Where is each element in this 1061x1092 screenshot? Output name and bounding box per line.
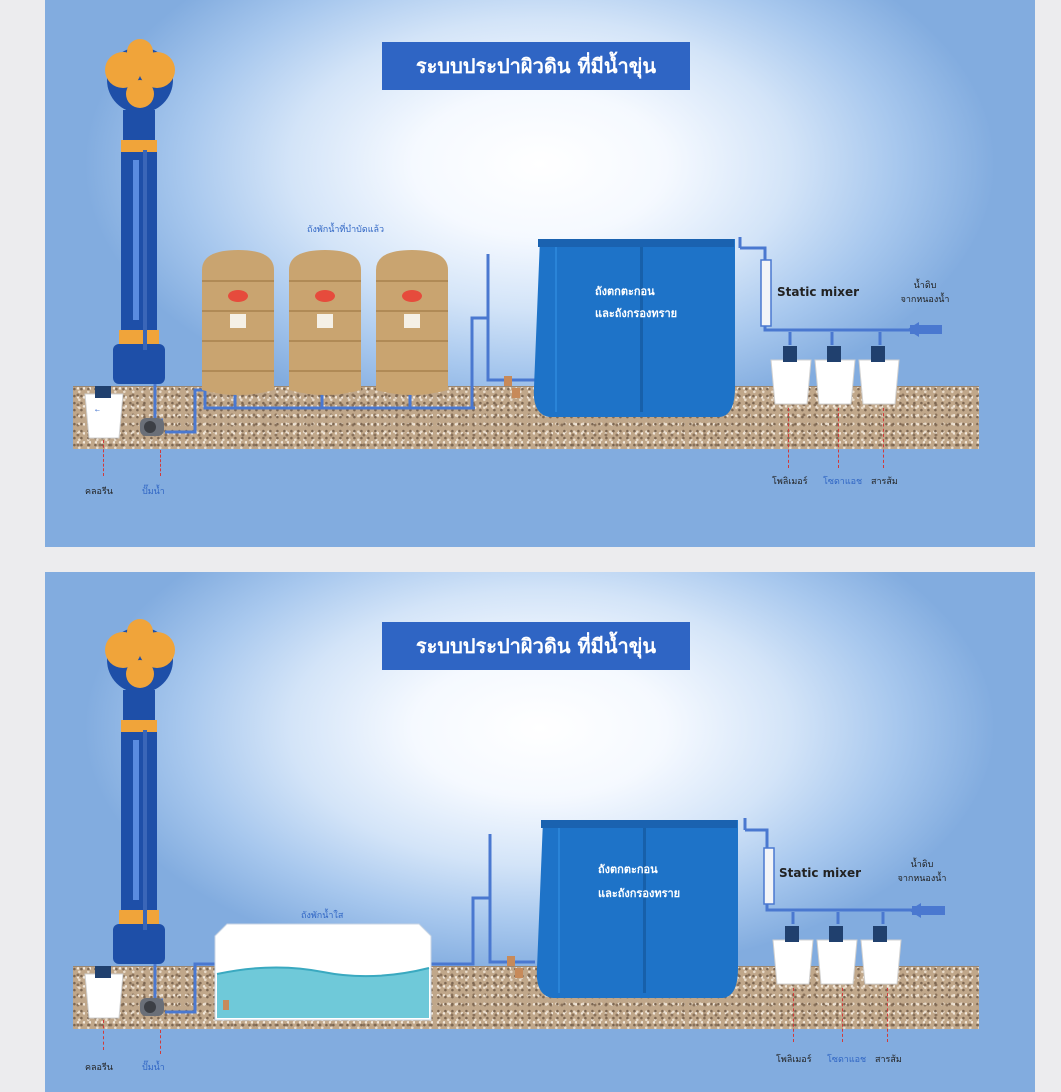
soda-ash-label: โซดาแอช (827, 1055, 867, 1065)
raw-water-label: น้ำดิบ จากหนองน้ำ (887, 858, 957, 886)
static-mixer-label: Static mixer (779, 866, 862, 880)
soda-pointer (838, 408, 839, 468)
sediment-tank (533, 239, 735, 417)
svg-text:←: ← (95, 407, 100, 414)
valve (507, 956, 523, 978)
alum-pointer (887, 988, 888, 1042)
static-mixer-label: Static mixer (777, 285, 860, 299)
aeration-tower (105, 619, 175, 964)
diagram-slide-2: ระบบประปาผิวดิน ที่มีน้ำขุ่น (45, 572, 1035, 1092)
static-mixer-unit (763, 847, 775, 905)
polymer-pointer (788, 408, 789, 468)
aeration-tower (105, 39, 175, 384)
chlorine-tank (84, 966, 124, 1019)
chlorine-tank: ← (84, 386, 124, 439)
valve (504, 376, 520, 398)
sediment-tank-label-2: และถังกรองทราย (598, 887, 681, 900)
chemical-drums (772, 926, 902, 985)
chlorine-label: คลอรีน (85, 1063, 113, 1073)
raw-water-line-1: น้ำดิบ (910, 860, 934, 870)
water-pump (140, 998, 164, 1016)
clear-water-tank (214, 923, 432, 1021)
chemical-drums (770, 346, 900, 405)
chlorine-pointer (103, 440, 104, 476)
pump-pointer (160, 1030, 161, 1054)
alum-label: สารส้ม (875, 1055, 902, 1065)
storage-tank-label: ถังพักน้ำใส (301, 911, 344, 921)
raw-water-line-1: น้ำดิบ (913, 281, 937, 291)
raw-water-line-2: จากหนองน้ำ (897, 874, 947, 884)
raw-water-label: น้ำดิบ จากหนองน้ำ (890, 279, 960, 307)
diagram-slide-1: ระบบประปาผิวดิน ที่มีน้ำขุ่น (45, 0, 1035, 547)
alum-label: สารส้ม (871, 477, 898, 487)
soda-pointer (842, 988, 843, 1042)
slide-title: ระบบประปาผิวดิน ที่มีน้ำขุ่น (382, 622, 690, 670)
sediment-tank-label-1: ถังตกตะกอน (598, 863, 658, 876)
sediment-tank-label-2: และถังกรองทราย (595, 307, 678, 320)
pump-label: ปั๊มน้ำ (142, 1063, 165, 1073)
sediment-tank-label-1: ถังตกตะกอน (595, 285, 655, 298)
soda-ash-label: โซดาแอช (823, 477, 863, 487)
pump-label: ปั๊มน้ำ (142, 487, 165, 497)
sediment-tank (536, 820, 738, 998)
slide-title: ระบบประปาผิวดิน ที่มีน้ำขุ่น (382, 42, 690, 90)
alum-pointer (883, 408, 884, 468)
pump-pointer (160, 450, 161, 476)
chlorine-label: คลอรีน (85, 487, 113, 497)
raw-water-line-2: จากหนองน้ำ (900, 295, 950, 305)
chlorine-pointer (103, 1020, 104, 1050)
polymer-label: โพลิเมอร์ (776, 1055, 812, 1065)
storage-tanks (202, 250, 448, 395)
polymer-pointer (793, 988, 794, 1042)
water-pump (140, 418, 164, 436)
polymer-label: โพลิเมอร์ (772, 477, 808, 487)
storage-tank-label: ถังพักน้ำที่บำบัดแล้ว (307, 225, 385, 235)
static-mixer-unit (760, 259, 772, 327)
